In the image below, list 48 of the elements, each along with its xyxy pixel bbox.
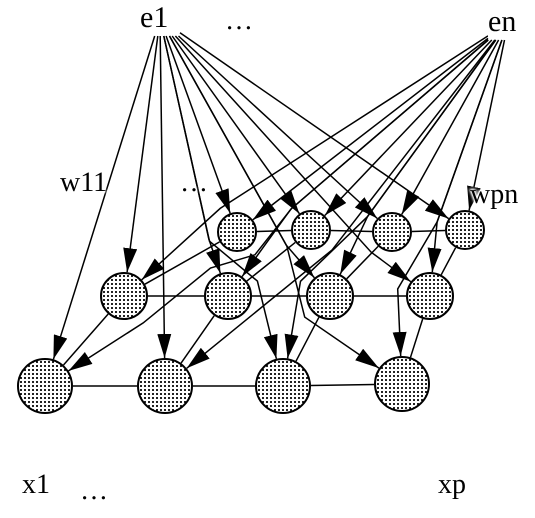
arrow — [165, 36, 231, 214]
arrow — [157, 36, 172, 358]
arrow — [174, 36, 412, 282]
grid-line — [410, 318, 424, 358]
output-label: x1 — [22, 470, 50, 500]
arrow — [324, 39, 492, 216]
arrow — [180, 32, 450, 220]
grid-line — [330, 230, 372, 232]
arrow — [186, 40, 496, 369]
ellipsis: … — [80, 476, 108, 506]
grid-line — [180, 315, 215, 364]
grid-line — [295, 316, 320, 362]
arrow — [68, 39, 489, 372]
ellipsis: … — [225, 6, 253, 36]
arrow — [163, 36, 278, 359]
arrow — [252, 38, 488, 220]
arrow — [168, 36, 380, 369]
grid-line — [246, 242, 296, 282]
arrow — [123, 36, 159, 272]
grid-line — [440, 247, 456, 276]
neuron-circle — [291, 210, 331, 250]
grid-line — [144, 241, 220, 285]
neuron-circle — [100, 272, 148, 320]
grid-line — [310, 384, 374, 386]
grid-line — [256, 230, 292, 232]
arrow — [284, 40, 496, 359]
grid-line — [252, 295, 306, 297]
output-label: xp — [438, 470, 466, 500]
neuron-circle — [406, 272, 454, 320]
weight-label: w11 — [60, 168, 108, 198]
neuron-circle — [372, 212, 412, 252]
grid-line — [62, 314, 109, 366]
arrow — [401, 40, 500, 215]
grid-line — [193, 385, 255, 387]
arrow — [172, 36, 300, 214]
grid-line — [412, 230, 446, 232]
arrow — [52, 36, 156, 360]
arrow — [392, 40, 503, 356]
grid-line — [354, 295, 406, 297]
arrow — [178, 35, 378, 220]
grid-line — [73, 385, 137, 387]
neuron-circle — [217, 212, 257, 252]
neuron-circle — [306, 272, 354, 320]
grid-line — [346, 246, 379, 280]
neuron-circle — [445, 210, 485, 250]
neuron-circle — [204, 272, 252, 320]
arrow — [141, 35, 488, 280]
grid-line — [148, 295, 204, 297]
